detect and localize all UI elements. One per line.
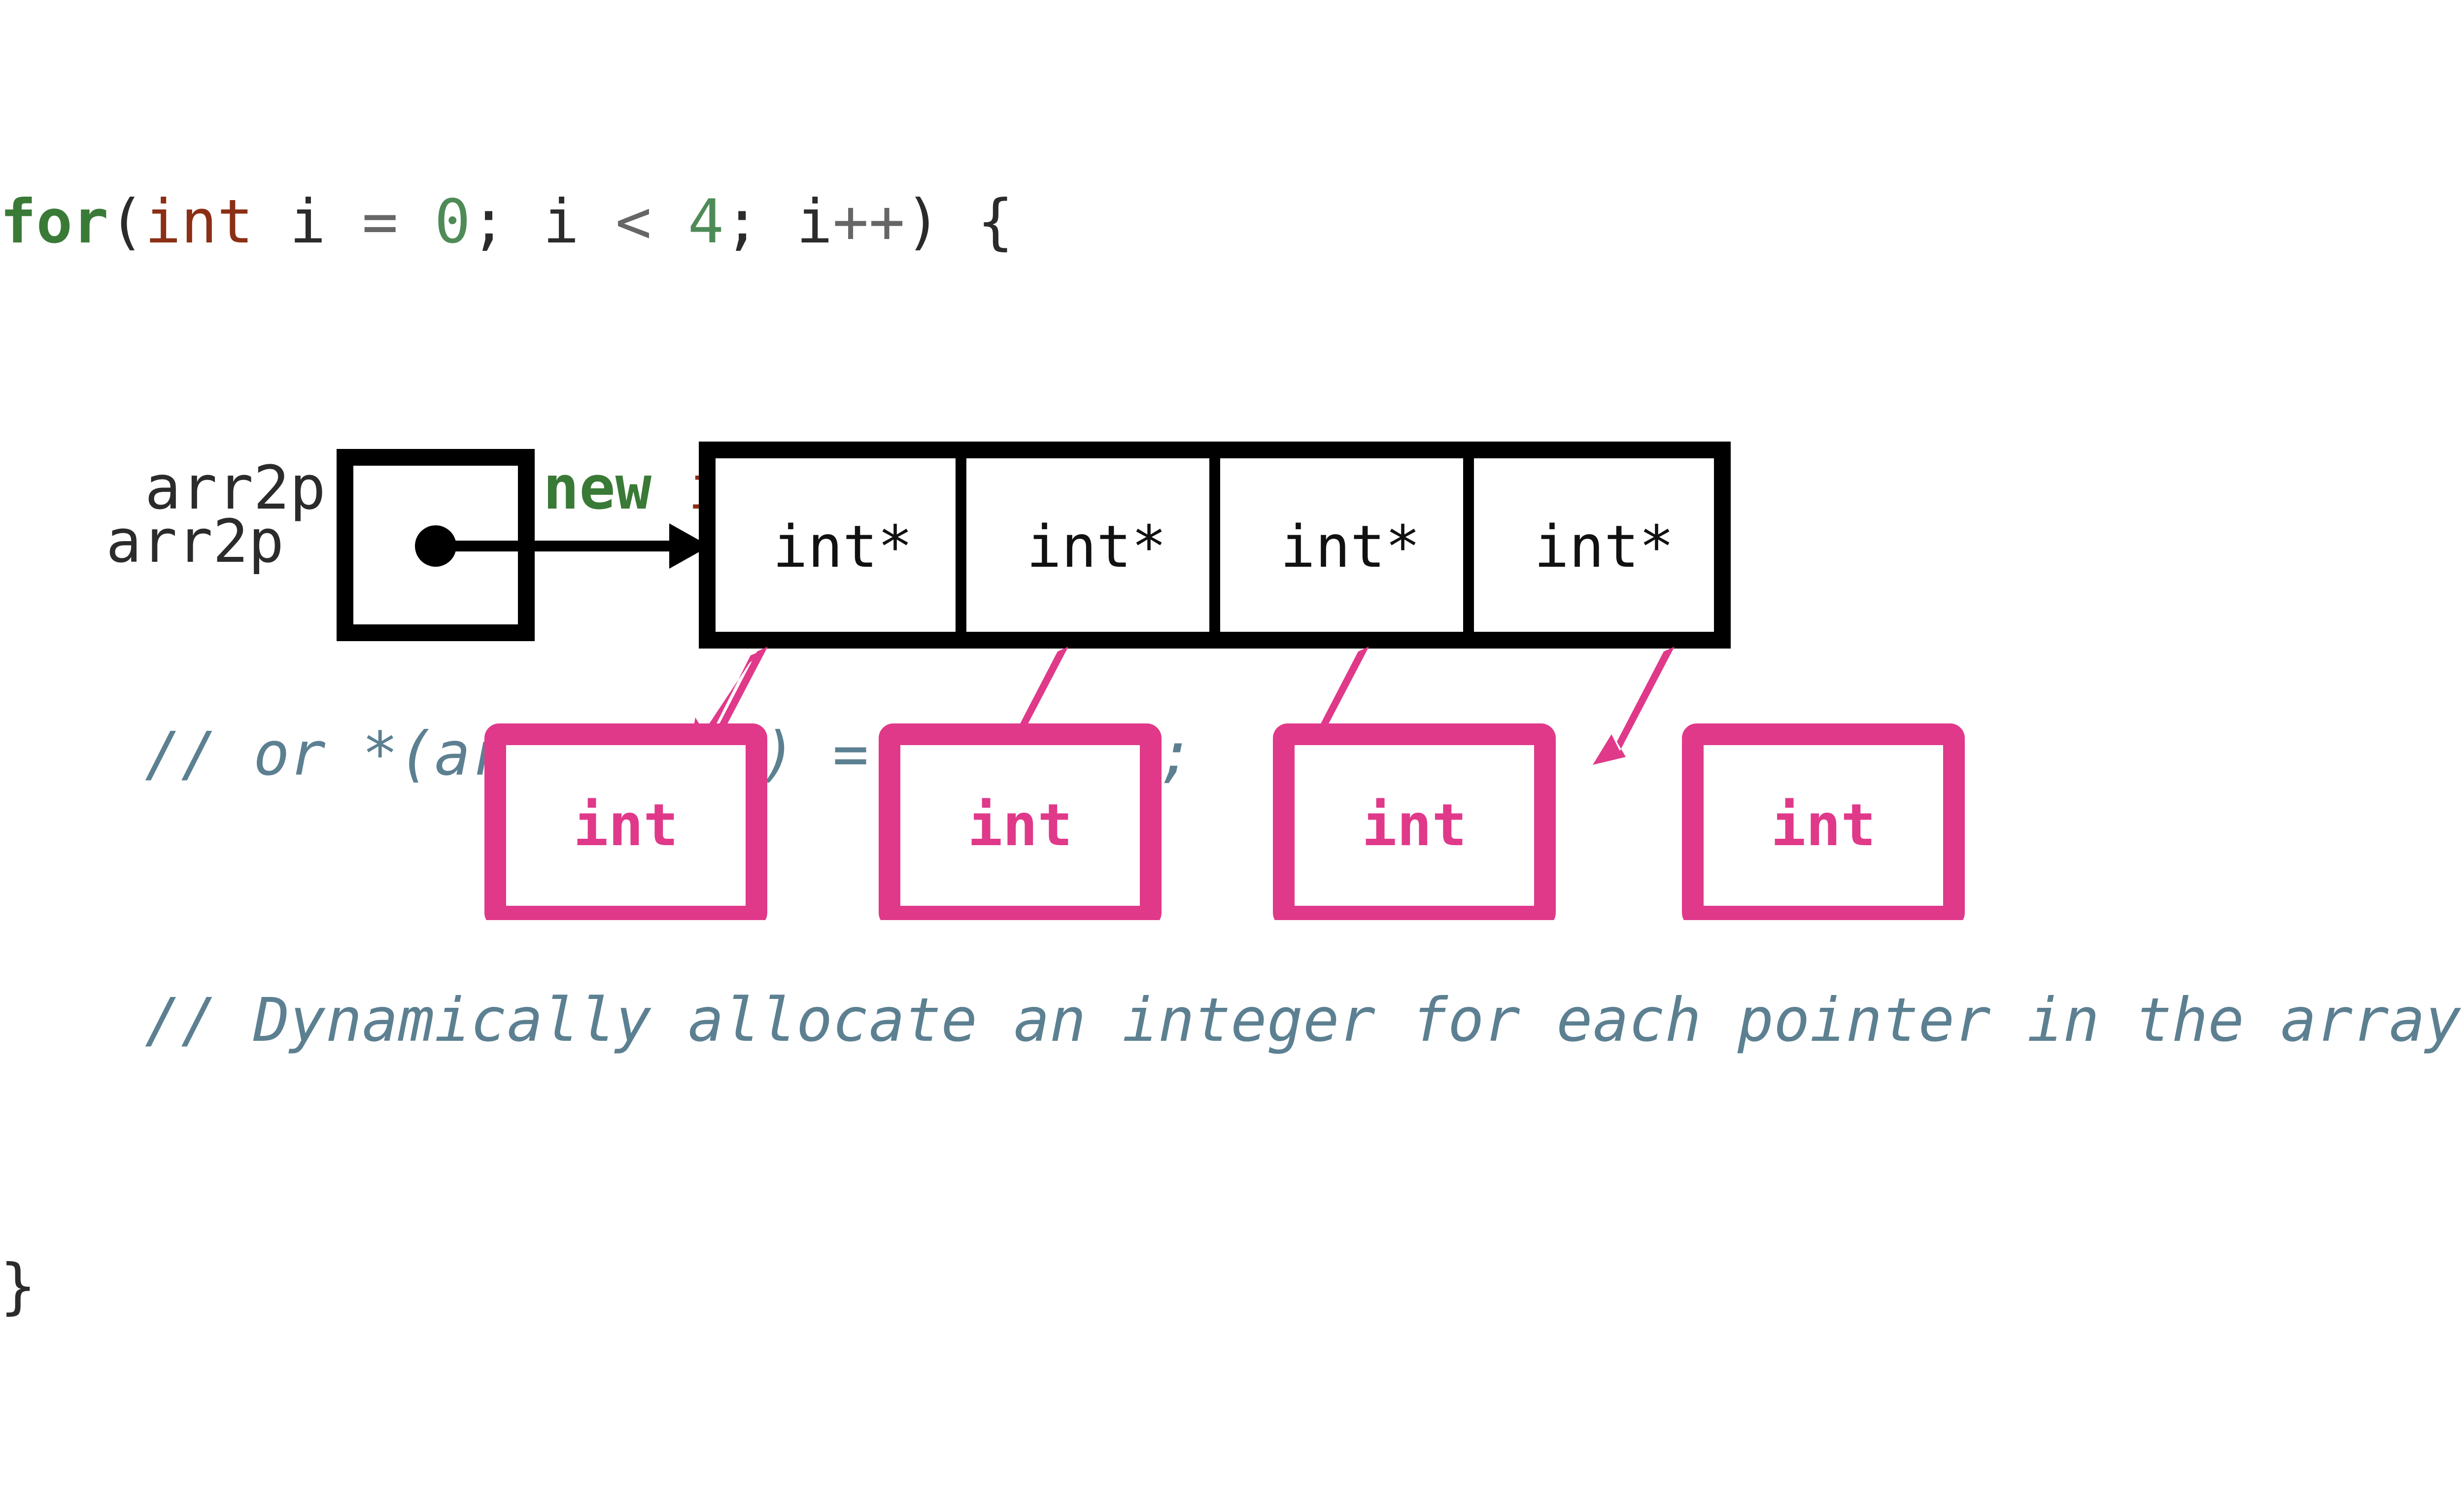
heap-box-label-2: int (1362, 791, 1467, 859)
code-token-plain: i (253, 187, 362, 257)
heap-box-label-1: int (967, 791, 1073, 859)
code-token-kw: new (543, 453, 652, 523)
code-token-num: 0 (434, 187, 471, 257)
heap-box-label-0: int (573, 791, 679, 859)
code-token-punct: ( (108, 187, 145, 257)
code-token-type: int (144, 187, 254, 257)
heap-box-label-3: int (1771, 791, 1876, 859)
code-token-plain (398, 187, 434, 257)
code-line-2: arr2p[i] = new int; (0, 444, 2464, 532)
code-token-plain (651, 453, 687, 523)
code-token-plain (507, 453, 543, 523)
code-token-kw: for (0, 187, 109, 257)
code-token-comment: // Dynamically allocate an integer for e… (144, 985, 2462, 1055)
array-cell-label-2: int* (1280, 513, 1421, 581)
code-token-plain (651, 187, 687, 257)
code-token-op: < (615, 187, 652, 257)
code-token-plain (0, 985, 145, 1055)
array-cell-label-0: int* (772, 513, 913, 581)
code-token-plain: ; i (724, 187, 833, 257)
code-line-1: for(int i = 0; i < 4; i++) { (0, 177, 2464, 266)
code-token-punct: ) { (905, 187, 1014, 257)
code-token-op: = (362, 187, 398, 257)
code-line-5: } (0, 1242, 2464, 1331)
code-line-3: // or *(arr2p + i) = new int; (0, 710, 2464, 798)
code-token-punct: } (0, 1251, 36, 1321)
screenshot-canvas: for(int i = 0; i < 4; i++) { arr2p[i] = … (0, 187, 2462, 1321)
code-line-4: // Dynamically allocate an integer for e… (0, 976, 2464, 1064)
array-cell-label-1: int* (1026, 513, 1167, 581)
code-token-op: ++ (832, 187, 905, 257)
array-cell-label-3: int* (1534, 513, 1675, 581)
code-token-op: = (470, 453, 507, 523)
pointer-variable-label: arr2p (106, 508, 284, 576)
code-token-num: 4 (687, 187, 724, 257)
code-token-plain: ; i (470, 187, 616, 257)
code-token-comment: // or *(arr2p + i) = new int; (144, 719, 1195, 789)
code-token-plain (0, 719, 145, 789)
